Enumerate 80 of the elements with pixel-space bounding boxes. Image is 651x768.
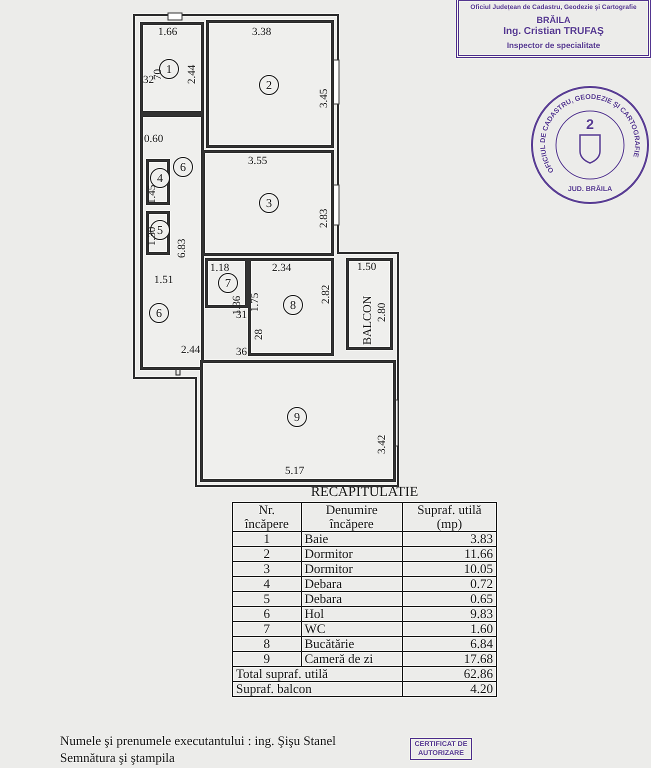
table-cell: 0.72 (402, 576, 496, 592)
stamp-text: BRĂILA (536, 15, 572, 25)
dimension-label: 2.44 (186, 64, 198, 84)
room-number: 2 (259, 75, 279, 95)
dimension-label: 2.80 (376, 302, 388, 322)
table-cell: 8 (232, 636, 301, 652)
table-cell: Debara (301, 592, 402, 606)
table-cell: 5 (232, 592, 301, 606)
table-cell: 0.65 (402, 592, 496, 606)
dimension-label: 1.51 (154, 274, 174, 286)
stamp-number: 2 (586, 116, 594, 132)
room-outline (200, 360, 396, 482)
table-cell: 6.84 (402, 636, 496, 652)
room-outline (206, 20, 334, 148)
table-title: RECAPITULATIE (310, 485, 420, 501)
table-cell: Supraf. balcon (232, 682, 402, 696)
dimension-label: 3.55 (248, 155, 268, 167)
dimension-label: 2.83 (318, 208, 330, 228)
table-cell: 7 (232, 622, 301, 636)
table-cell: Bucătărie (301, 636, 402, 652)
footer-text: Numele şi prenumele executantului : ing. Şişu Stanel (60, 733, 336, 749)
table-cell: WC (301, 622, 402, 636)
dimension-label: 5.17 (285, 465, 304, 477)
dimension-label: 2.34 (272, 262, 292, 274)
table-cell: 11.66 (402, 546, 496, 562)
table-cell: 4.20 (402, 682, 496, 696)
dimension-label: 28 (253, 329, 265, 340)
room-outline (248, 258, 334, 356)
table-cell: Denumire încăpere (301, 502, 402, 532)
table-cell: Dormitor (301, 562, 402, 576)
hallway-outline (140, 114, 204, 370)
dimension-label: 1.66 (158, 26, 178, 38)
dimension-label: 6.83 (176, 238, 188, 258)
dimension-label: 0.60 (144, 133, 164, 145)
footer-text: Semnătura şi ştampila (60, 750, 175, 766)
table-cell: Baie (301, 532, 402, 546)
dimension-label: 3.45 (318, 88, 330, 108)
table-cell: 6 (232, 606, 301, 622)
table-cell: 2 (232, 546, 301, 562)
balcony-outline (346, 258, 393, 350)
table-cell: 62.86 (402, 666, 496, 682)
table-cell: 10.05 (402, 562, 496, 576)
table-cell: Dormitor (301, 546, 402, 562)
table-cell: 4 (232, 576, 301, 592)
table-cell: 17.68 (402, 652, 496, 666)
table-cell: Debara (301, 576, 402, 592)
room-number: 6 (173, 157, 193, 177)
room-number: 8 (283, 295, 303, 315)
table-cell: Cameră de zi (301, 652, 402, 666)
table-cell: 3 (232, 562, 301, 576)
table-cell: 9 (232, 652, 301, 666)
table-cell: 1 (232, 532, 301, 546)
stamp-text: Ing. Cristian TRUFAŞ (502, 26, 605, 37)
room-outline (146, 159, 170, 205)
room-outline (146, 211, 170, 255)
table-cell: Nr. încăpere (232, 502, 301, 532)
dimension-label: 1.30 (146, 226, 158, 246)
table-cell: 1.60 (402, 622, 496, 636)
room-label: BALCON (361, 296, 373, 345)
room-outline (140, 22, 204, 114)
room-number: 6 (149, 303, 169, 323)
stamp-text: Inspector de specialitate (506, 41, 602, 50)
room-outline (202, 150, 334, 256)
dimension-label: 2.44 (181, 344, 200, 356)
table-cell: 9.83 (402, 606, 496, 622)
dimension-label: 36 (236, 346, 247, 358)
dimension-label: 1.50 (357, 261, 376, 273)
room-number: 3 (259, 193, 279, 213)
dimension-label: 1.18 (210, 262, 230, 274)
room-number: 7 (218, 273, 238, 293)
dimension-label: 1.75 (249, 292, 261, 312)
table-cell: Supraf. utilă (mp) (402, 502, 496, 532)
dimension-label: 2.82 (320, 284, 332, 304)
table-cell: Total supraf. utilă (232, 666, 402, 682)
dimension-label: 3.42 (376, 434, 388, 454)
dimension-label: 3.38 (252, 26, 272, 38)
dimension-label: 32 (143, 74, 154, 86)
table-cell: 3.83 (402, 532, 496, 546)
room-number: 9 (287, 407, 307, 427)
table-cell: Hol (301, 606, 402, 622)
